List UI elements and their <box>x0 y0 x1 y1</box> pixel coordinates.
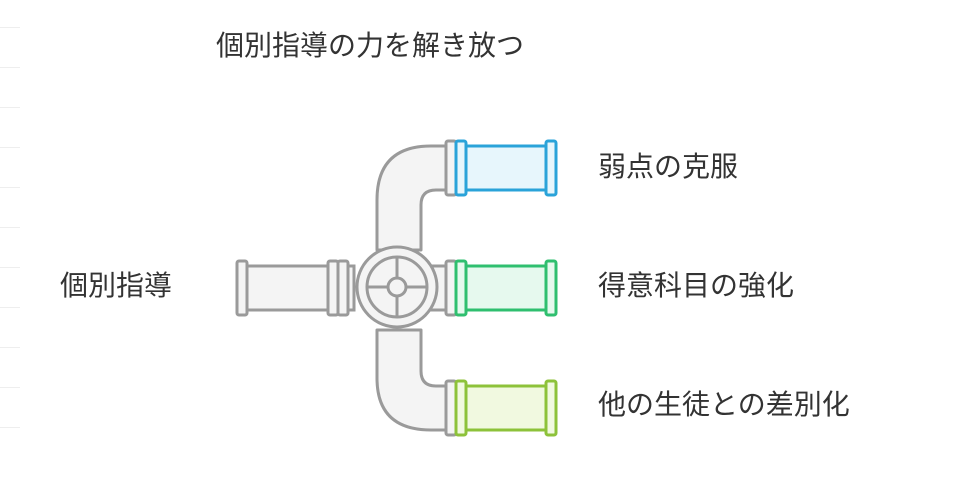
output-pipe-collar <box>454 139 468 197</box>
left-edge-ticks <box>0 0 22 484</box>
output-label-strength: 得意科目の強化 <box>598 269 795 302</box>
pipe-branch-lower <box>375 328 451 432</box>
pipe-branch-upper <box>375 144 451 252</box>
output-label-differentiation: 他の生徒との差別化 <box>598 388 850 421</box>
output-pipe-body <box>456 264 550 312</box>
output-pipe-2 <box>444 379 558 437</box>
output-pipe-0 <box>444 139 558 197</box>
output-pipe-collar <box>454 379 468 437</box>
output-pipe-end-cap <box>544 379 558 437</box>
diagram-title: 個別指導の力を解き放つ <box>216 29 525 62</box>
output-pipe-body <box>456 144 550 192</box>
output-label-weakness: 弱点の克服 <box>598 150 739 183</box>
output-pipe-end-cap <box>544 259 558 317</box>
input-pipe-collar-2 <box>336 259 350 317</box>
source-label: 個別指導 <box>60 269 173 302</box>
output-pipe-body <box>456 384 550 432</box>
input-pipe-cap-left <box>235 259 249 317</box>
output-pipe-1 <box>444 259 558 317</box>
output-pipe-collar <box>454 259 468 317</box>
output-pipe-end-cap <box>544 139 558 197</box>
junction-hub <box>386 276 408 298</box>
